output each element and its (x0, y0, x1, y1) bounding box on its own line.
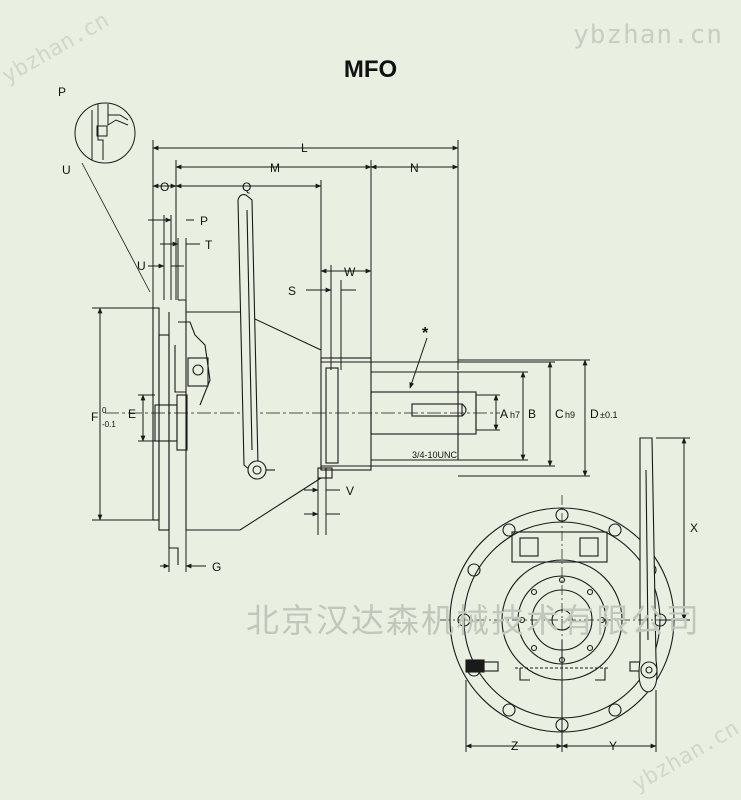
bottom-dimensions (160, 478, 340, 572)
label-y: Y (609, 739, 617, 753)
drawing-title: MFO (343, 56, 398, 83)
label-f: F (91, 410, 98, 424)
inner-holes (518, 576, 606, 664)
label-o: O (160, 180, 169, 194)
label-g: G (212, 560, 221, 574)
label-u: U (137, 259, 146, 273)
top-dimensions (148, 140, 459, 380)
label-x: X (690, 521, 698, 535)
label-v: V (346, 484, 354, 498)
label-c-tol: h9 (565, 410, 575, 420)
label-d: D (590, 407, 599, 421)
label-star: * (422, 325, 429, 342)
label-thread: 3/4-10UNC (412, 450, 458, 460)
hand-lever (237, 194, 275, 480)
label-b: B (528, 407, 536, 421)
label-c: C (555, 407, 564, 421)
left-dimensions (92, 307, 155, 521)
right-dimensions (458, 359, 590, 477)
label-u-detail: U (62, 163, 71, 177)
label-e: E (128, 407, 136, 421)
detail-view (74, 102, 151, 293)
label-f-upper: 0 (102, 406, 107, 415)
label-n: N (410, 161, 419, 175)
label-z: Z (511, 739, 518, 753)
label-p-detail: P (58, 85, 66, 99)
company-watermark: 北京汉达森机械技术有限公司 (246, 601, 701, 640)
label-w: W (344, 265, 356, 279)
label-p: P (200, 214, 208, 228)
dimension-labels: P U L M N O Q P T U W S V G E F 0 -0.1 A… (58, 85, 698, 753)
side-view-body (152, 299, 540, 565)
label-f-lower: -0.1 (102, 420, 116, 429)
label-s: S (288, 284, 296, 298)
label-l: L (301, 141, 308, 155)
front-dimensions (440, 437, 690, 752)
site-watermark: ybzhan.cn (573, 20, 723, 50)
label-t: T (205, 238, 213, 252)
label-a: A (500, 407, 508, 421)
label-q: Q (242, 180, 251, 194)
label-m: M (270, 161, 280, 175)
label-a-tol: h7 (510, 410, 520, 420)
star-leader (409, 337, 428, 389)
label-d-tol: ±0.1 (600, 410, 617, 420)
